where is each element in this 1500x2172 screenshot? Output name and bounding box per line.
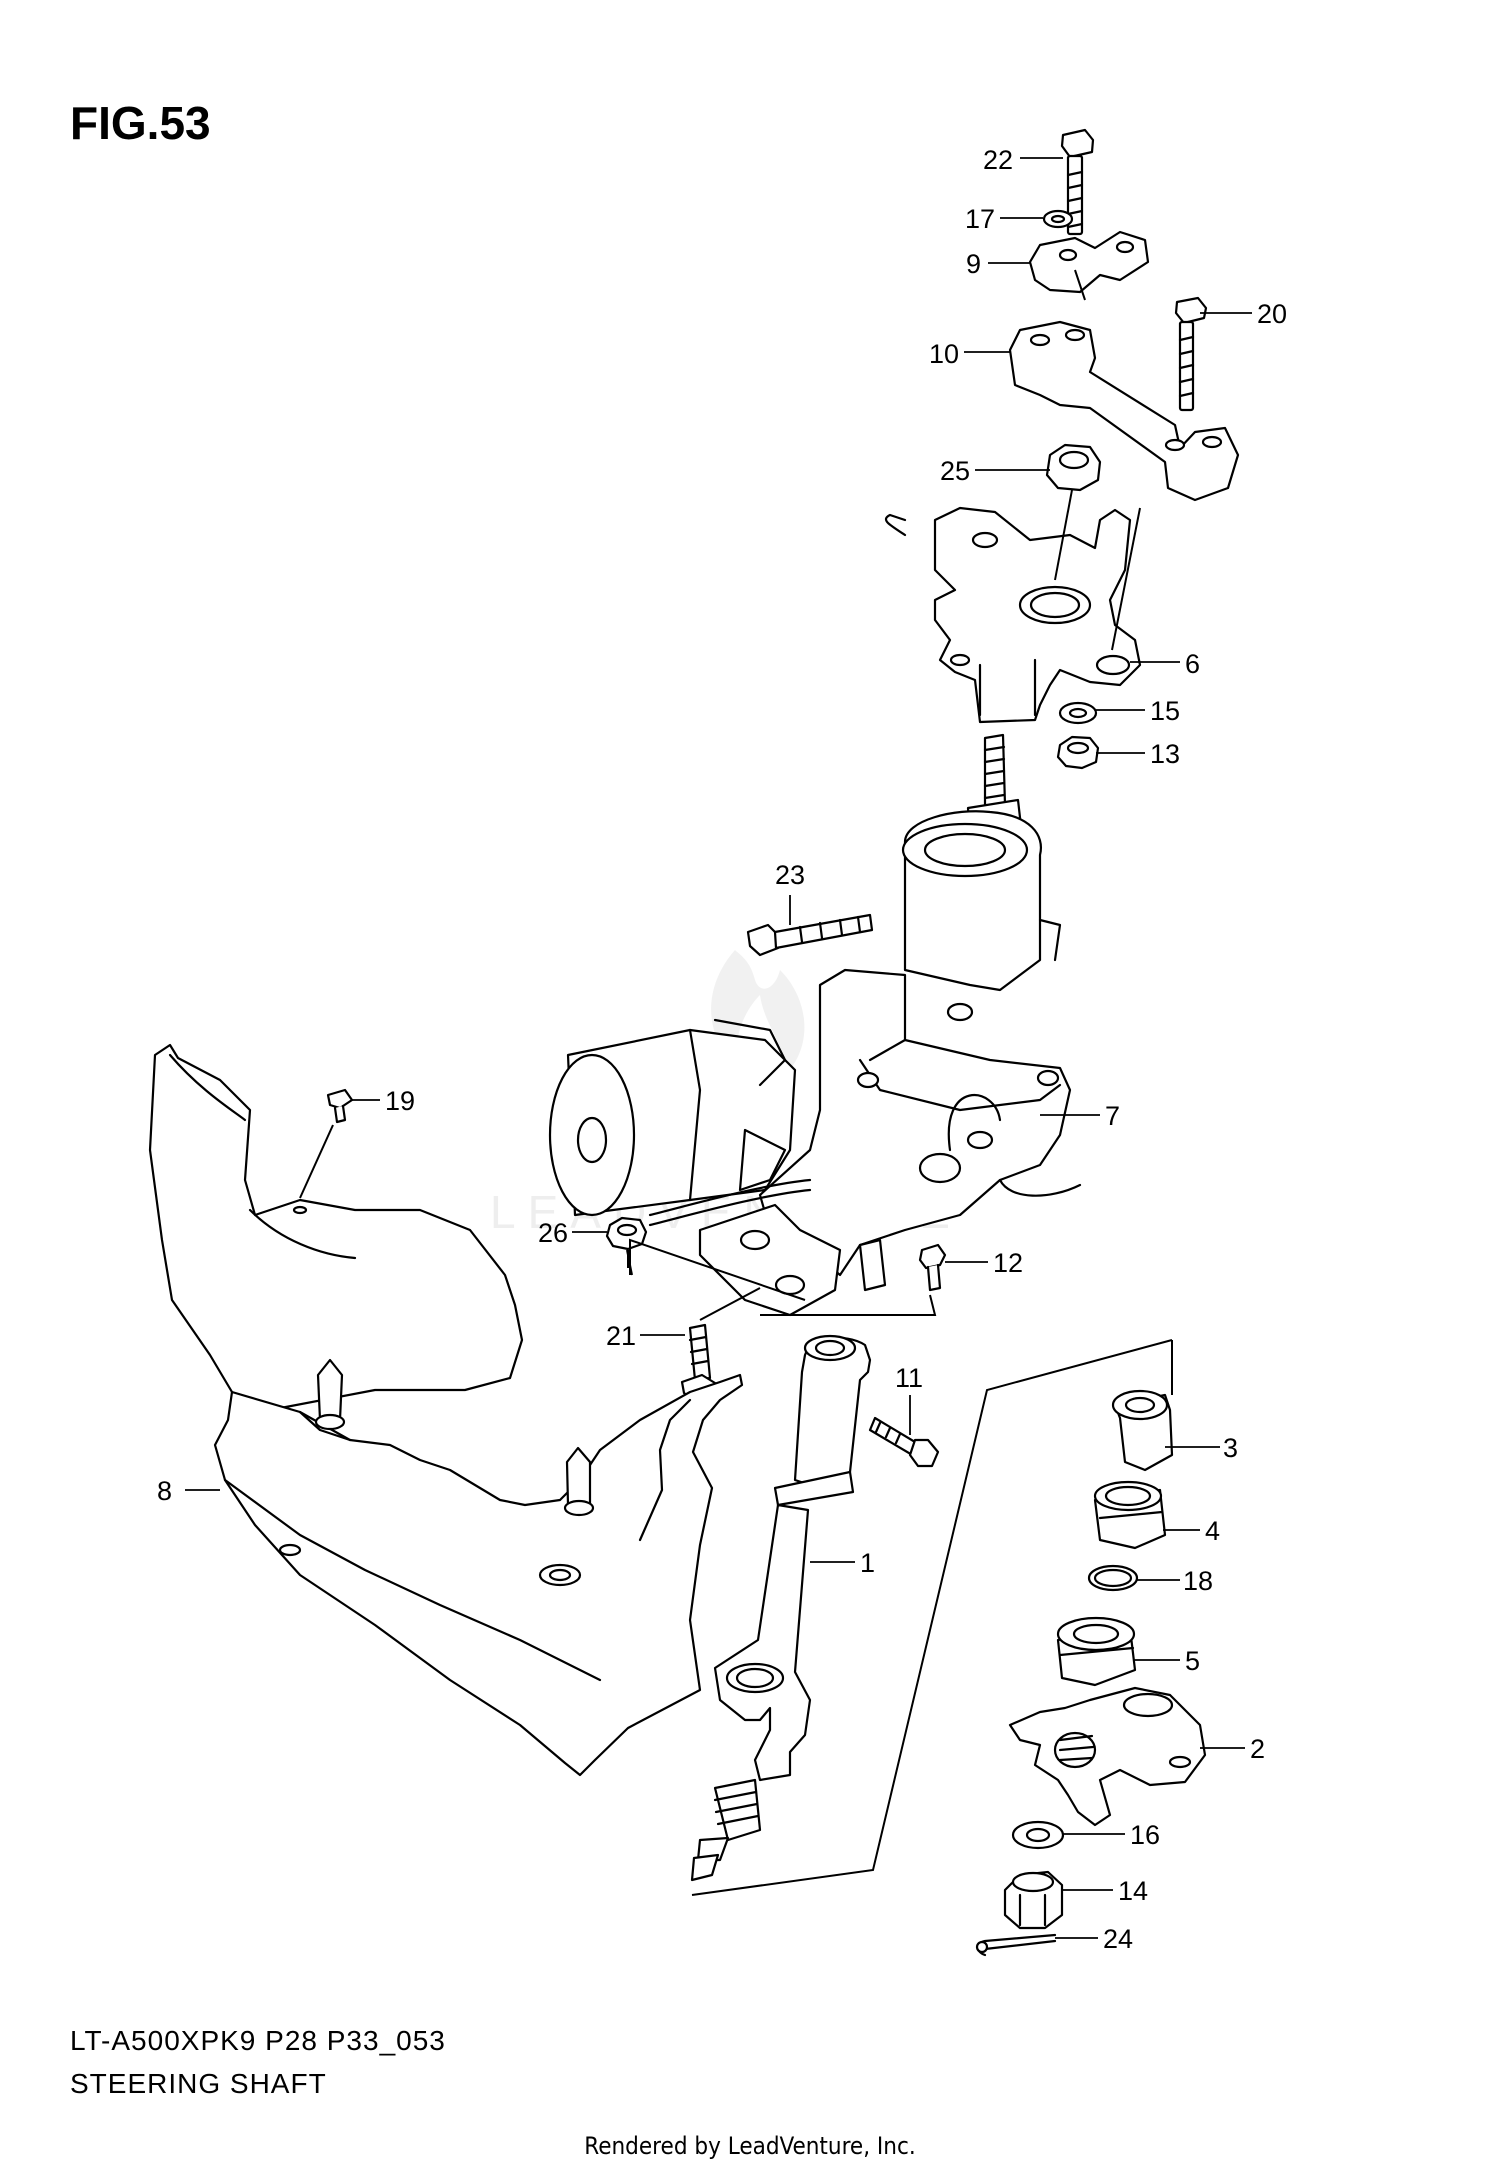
figure-name: STEERING SHAFT xyxy=(70,2068,327,2099)
callout-18: 18 xyxy=(1183,1566,1213,1596)
callout-15: 15 xyxy=(1150,696,1180,726)
part-20-bolt xyxy=(1174,296,1208,412)
callout-5: 5 xyxy=(1185,1646,1200,1676)
model-code: LT-A500XPK9 P28 P33_053 xyxy=(70,2025,446,2056)
callout-25: 25 xyxy=(940,456,970,486)
callout-19: 19 xyxy=(385,1086,415,1116)
callout-16: 16 xyxy=(1130,1820,1160,1850)
part-22-bolt xyxy=(1060,128,1095,236)
assembly-line-26-short xyxy=(626,1249,633,1276)
callout-12: 12 xyxy=(993,1248,1023,1278)
callout-20: 20 xyxy=(1257,299,1287,329)
callout-4: 4 xyxy=(1205,1516,1220,1546)
callout-22: 22 xyxy=(983,145,1013,175)
assembly-line-12-7 xyxy=(760,1294,937,1316)
assembly-line-19-8 xyxy=(299,1124,334,1199)
callout-6: 6 xyxy=(1185,649,1200,679)
part-7-power-steering-unit xyxy=(548,733,1082,1317)
callout-7: 7 xyxy=(1105,1101,1120,1131)
part-12-bolt xyxy=(918,1243,947,1292)
part-3-bushing xyxy=(1111,1389,1174,1472)
part-9-upper-clamp xyxy=(1028,230,1150,294)
part-15-washer xyxy=(1058,701,1098,725)
part-14-castle-nut xyxy=(1003,1870,1064,1930)
callout-14: 14 xyxy=(1118,1876,1148,1906)
part-23-bolt xyxy=(746,913,874,957)
part-10-lower-holder xyxy=(1008,320,1240,502)
part-8-steering-cover xyxy=(148,1043,744,1777)
assembly-lines xyxy=(299,269,1173,1896)
assembly-line-20-6 xyxy=(1111,507,1141,651)
callout-10: 10 xyxy=(929,339,959,369)
part-24-cotter-pin xyxy=(975,1933,1057,1957)
part-5-bearing-seal xyxy=(1056,1616,1137,1687)
part-16-washer xyxy=(1011,1820,1065,1850)
assembly-line-9-10 xyxy=(1074,269,1086,301)
part-2-pitman-arm xyxy=(1008,1686,1207,1827)
part-25-nut xyxy=(1045,443,1102,492)
callout-17: 17 xyxy=(965,204,995,234)
part-4-bearing xyxy=(1093,1480,1167,1550)
part-13-nut xyxy=(1056,735,1100,770)
part-17-washer xyxy=(1042,209,1074,229)
callout-8: 8 xyxy=(157,1476,172,1506)
assembly-frame-shaft xyxy=(691,1339,1173,1896)
part-19-clip xyxy=(326,1088,354,1124)
callout-leaders xyxy=(185,157,1252,1939)
part-1-steering-shaft xyxy=(690,1334,872,1882)
rendered-by-footer: Rendered by LeadVenture, Inc. xyxy=(584,2132,916,2160)
callout-labels: 22 17 9 20 10 25 6 15 13 23 7 19 26 12 2… xyxy=(157,145,1287,1954)
figure-title: FIG.53 xyxy=(70,97,211,149)
part-11-bolt xyxy=(868,1416,940,1468)
callout-11: 11 xyxy=(895,1363,923,1393)
callout-23: 23 xyxy=(775,860,805,890)
assembly-line-21-7 xyxy=(699,1287,761,1321)
callout-1: 1 xyxy=(860,1548,875,1578)
assembly-line-25-6 xyxy=(1054,489,1073,581)
callout-9: 9 xyxy=(966,249,981,279)
part-6-shaft-holder xyxy=(884,506,1142,724)
callout-13: 13 xyxy=(1150,739,1180,769)
callout-24: 24 xyxy=(1103,1924,1133,1954)
callout-26: 26 xyxy=(538,1218,568,1248)
callout-2: 2 xyxy=(1250,1734,1265,1764)
part-18-o-ring xyxy=(1087,1564,1139,1592)
callout-21: 21 xyxy=(606,1321,636,1351)
callout-3: 3 xyxy=(1223,1433,1238,1463)
